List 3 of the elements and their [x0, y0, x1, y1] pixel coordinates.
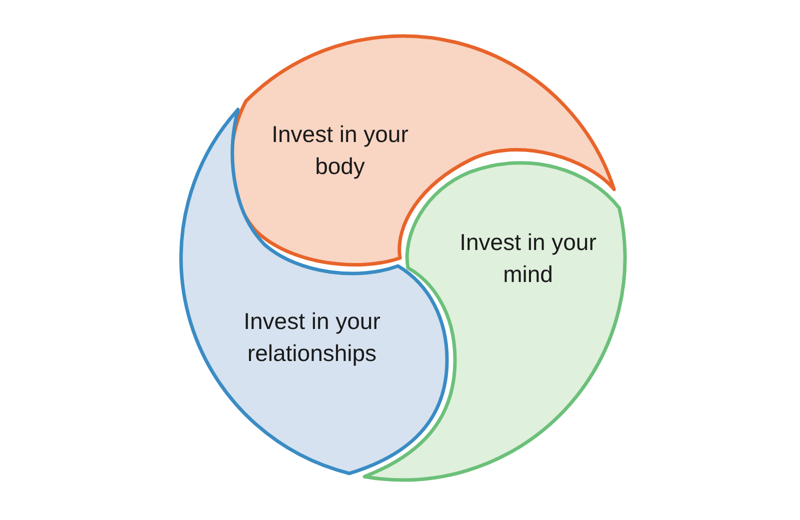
- segment-label: Invest in your relationships: [242, 306, 382, 368]
- segment-label: Invest in your mind: [458, 228, 598, 289]
- segment-label: Invest in your body: [270, 120, 410, 181]
